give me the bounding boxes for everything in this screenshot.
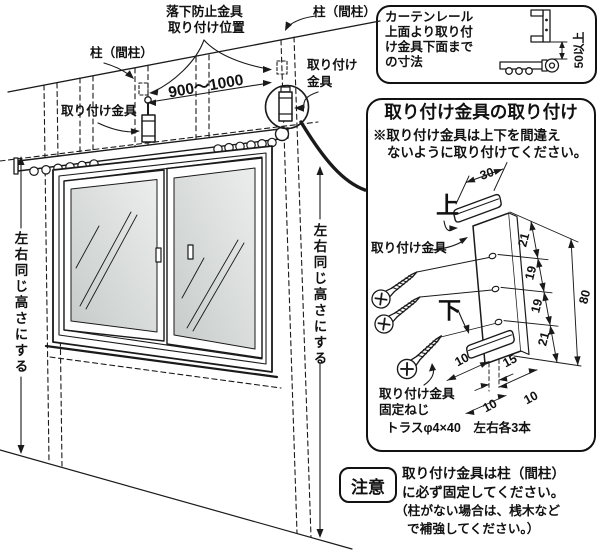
mounting-bracket-right-art [264,60,310,130]
caution-line1: 取り付け金具は柱（間柱） [402,466,566,481]
bracket-box-note-line1: ※取り付け金具は上下を間違え [373,128,561,143]
rail-info-line2: 上面より取り付 [385,25,473,39]
mounting-bracket-label-right-line1: 取り付け [307,58,358,72]
fall-bracket-position-label-line1: 落下防止金具 [166,4,243,19]
span-dimension-value: 900～1000 [167,71,245,102]
rail-back-dashed-line [0,121,319,162]
rail-info-dimension: 50以上 [572,31,587,69]
detail-circle [264,84,310,130]
window-pane-right [166,157,263,359]
caution-line4: で補強してください。） [407,522,540,536]
curtain-rail [13,126,290,176]
detail-leader-curve [299,120,367,192]
same-height-label-left: 左右同じ高さにする [12,231,28,375]
screw-label-line3: トラスφ4×40 左右各3本 [386,421,531,435]
rail-finial [274,126,290,142]
up-label: 上 [436,192,459,218]
down-label: 下 [438,297,461,323]
window-pane-left [63,169,165,342]
window-handle-left [155,247,162,263]
pillar-label-right: 柱（間柱） [313,5,376,19]
fall-bracket-position-left [138,82,149,96]
mounting-bracket-left-art [138,82,156,143]
same-height-label-right: 左右同じ高さにする [311,223,327,367]
rail-info-line1: カーテンレール [385,10,474,24]
bracket-detail-label: 取り付け金具 [371,241,447,255]
rail-info-line4: の寸法 [385,55,423,69]
fall-bracket-position-right [276,60,288,75]
bracket-box-title: 取り付け金具の取り付け [384,102,578,122]
window-sill [44,344,279,379]
screw-label-line1: 取り付け金具 [379,387,455,401]
mounting-bracket-label-left: 取り付け金具 [61,104,137,118]
window [44,145,282,389]
fall-bracket-position-label-line2: 取り付け位置 [168,20,245,35]
mounting-bracket-label-right-line2: 金具 [307,75,333,89]
caution-line3: （柱がない場合は、桟木など [395,504,560,518]
pillar-label-left: 柱（間柱） [90,46,153,60]
caution-badge-label: 注意 [351,477,385,497]
caution-line2: に必ず固定してください。 [402,485,565,500]
bracket-box-note-line2: ないように取り付けてください。 [387,145,588,160]
caution-badge: 注意 [339,467,397,503]
screw-label-line2: 固定ねじ [379,403,430,417]
floor-line [0,449,353,550]
window-handle-right [187,244,194,260]
rail-info-line3: け金具下面まで [385,40,474,54]
rail-rings [29,137,277,176]
